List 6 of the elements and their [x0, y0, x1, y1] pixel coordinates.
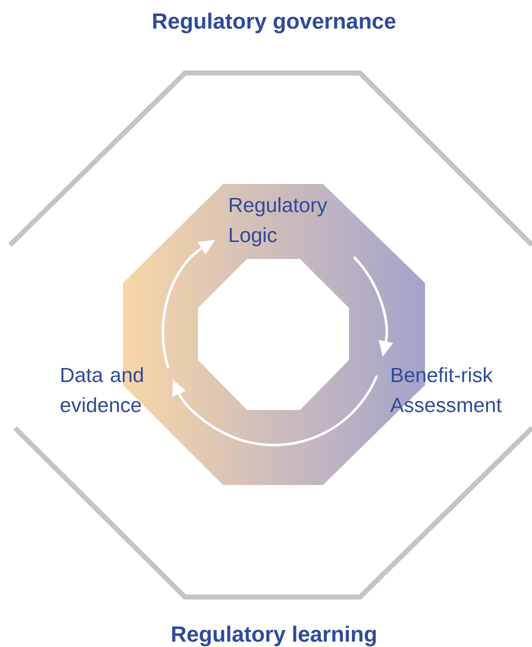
- stage-label: Data and evidence: [60, 367, 143, 412]
- heading: Regulatory governance: [153, 12, 396, 34]
- stage-label: Regulatory Logic: [230, 197, 328, 246]
- heading: Regulatory learning: [172, 626, 376, 646]
- cycle-arrow: [172, 375, 378, 446]
- stage-label: Benefit-risk Assessment: [390, 367, 502, 412]
